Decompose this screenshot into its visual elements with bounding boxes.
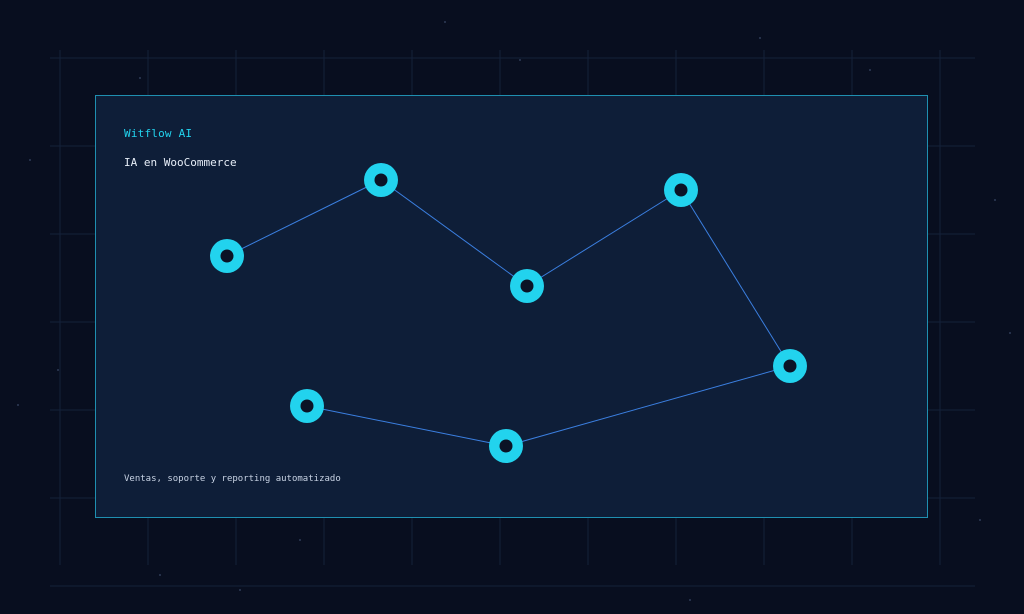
star-dot — [519, 59, 521, 61]
star-dot — [689, 599, 691, 601]
node-n4 — [664, 173, 698, 207]
node-core — [499, 439, 513, 453]
node-core — [674, 183, 688, 197]
edge-n5-n6 — [505, 365, 791, 447]
node-n5 — [773, 349, 807, 383]
star-dot — [444, 21, 446, 23]
node-n7 — [290, 389, 324, 423]
star-dot — [57, 369, 59, 371]
star-dot — [29, 159, 31, 161]
edge-n4-n5 — [680, 189, 791, 367]
node-n6 — [489, 429, 523, 463]
star-dot — [159, 574, 161, 576]
node-network — [210, 163, 807, 463]
node-core — [300, 399, 314, 413]
star-dot — [239, 589, 241, 591]
star-dot — [869, 69, 871, 71]
tagline: Ventas, soporte y reporting automatizado — [124, 474, 341, 484]
node-n3 — [510, 269, 544, 303]
brand-label: Witflow AI — [124, 127, 193, 140]
star-dot — [299, 539, 301, 541]
star-dot — [979, 519, 981, 521]
edge-n1-n2 — [226, 179, 382, 257]
node-core — [220, 249, 234, 263]
edge-n3-n4 — [526, 189, 682, 287]
star-dot — [759, 37, 761, 39]
edge-n2-n3 — [380, 179, 528, 287]
star-dot — [994, 199, 996, 201]
node-core — [374, 173, 388, 187]
star-dot — [1009, 332, 1011, 334]
star-dot — [139, 77, 141, 79]
node-core — [520, 279, 534, 293]
node-n1 — [210, 239, 244, 273]
edge-n6-n7 — [306, 405, 507, 447]
star-dot — [17, 404, 19, 406]
node-n2 — [364, 163, 398, 197]
headline: IA en WooCommerce — [124, 156, 237, 169]
diagram-panel: Witflow AI IA en WooCommerce Ventas, sop… — [95, 95, 928, 518]
node-core — [783, 359, 797, 373]
